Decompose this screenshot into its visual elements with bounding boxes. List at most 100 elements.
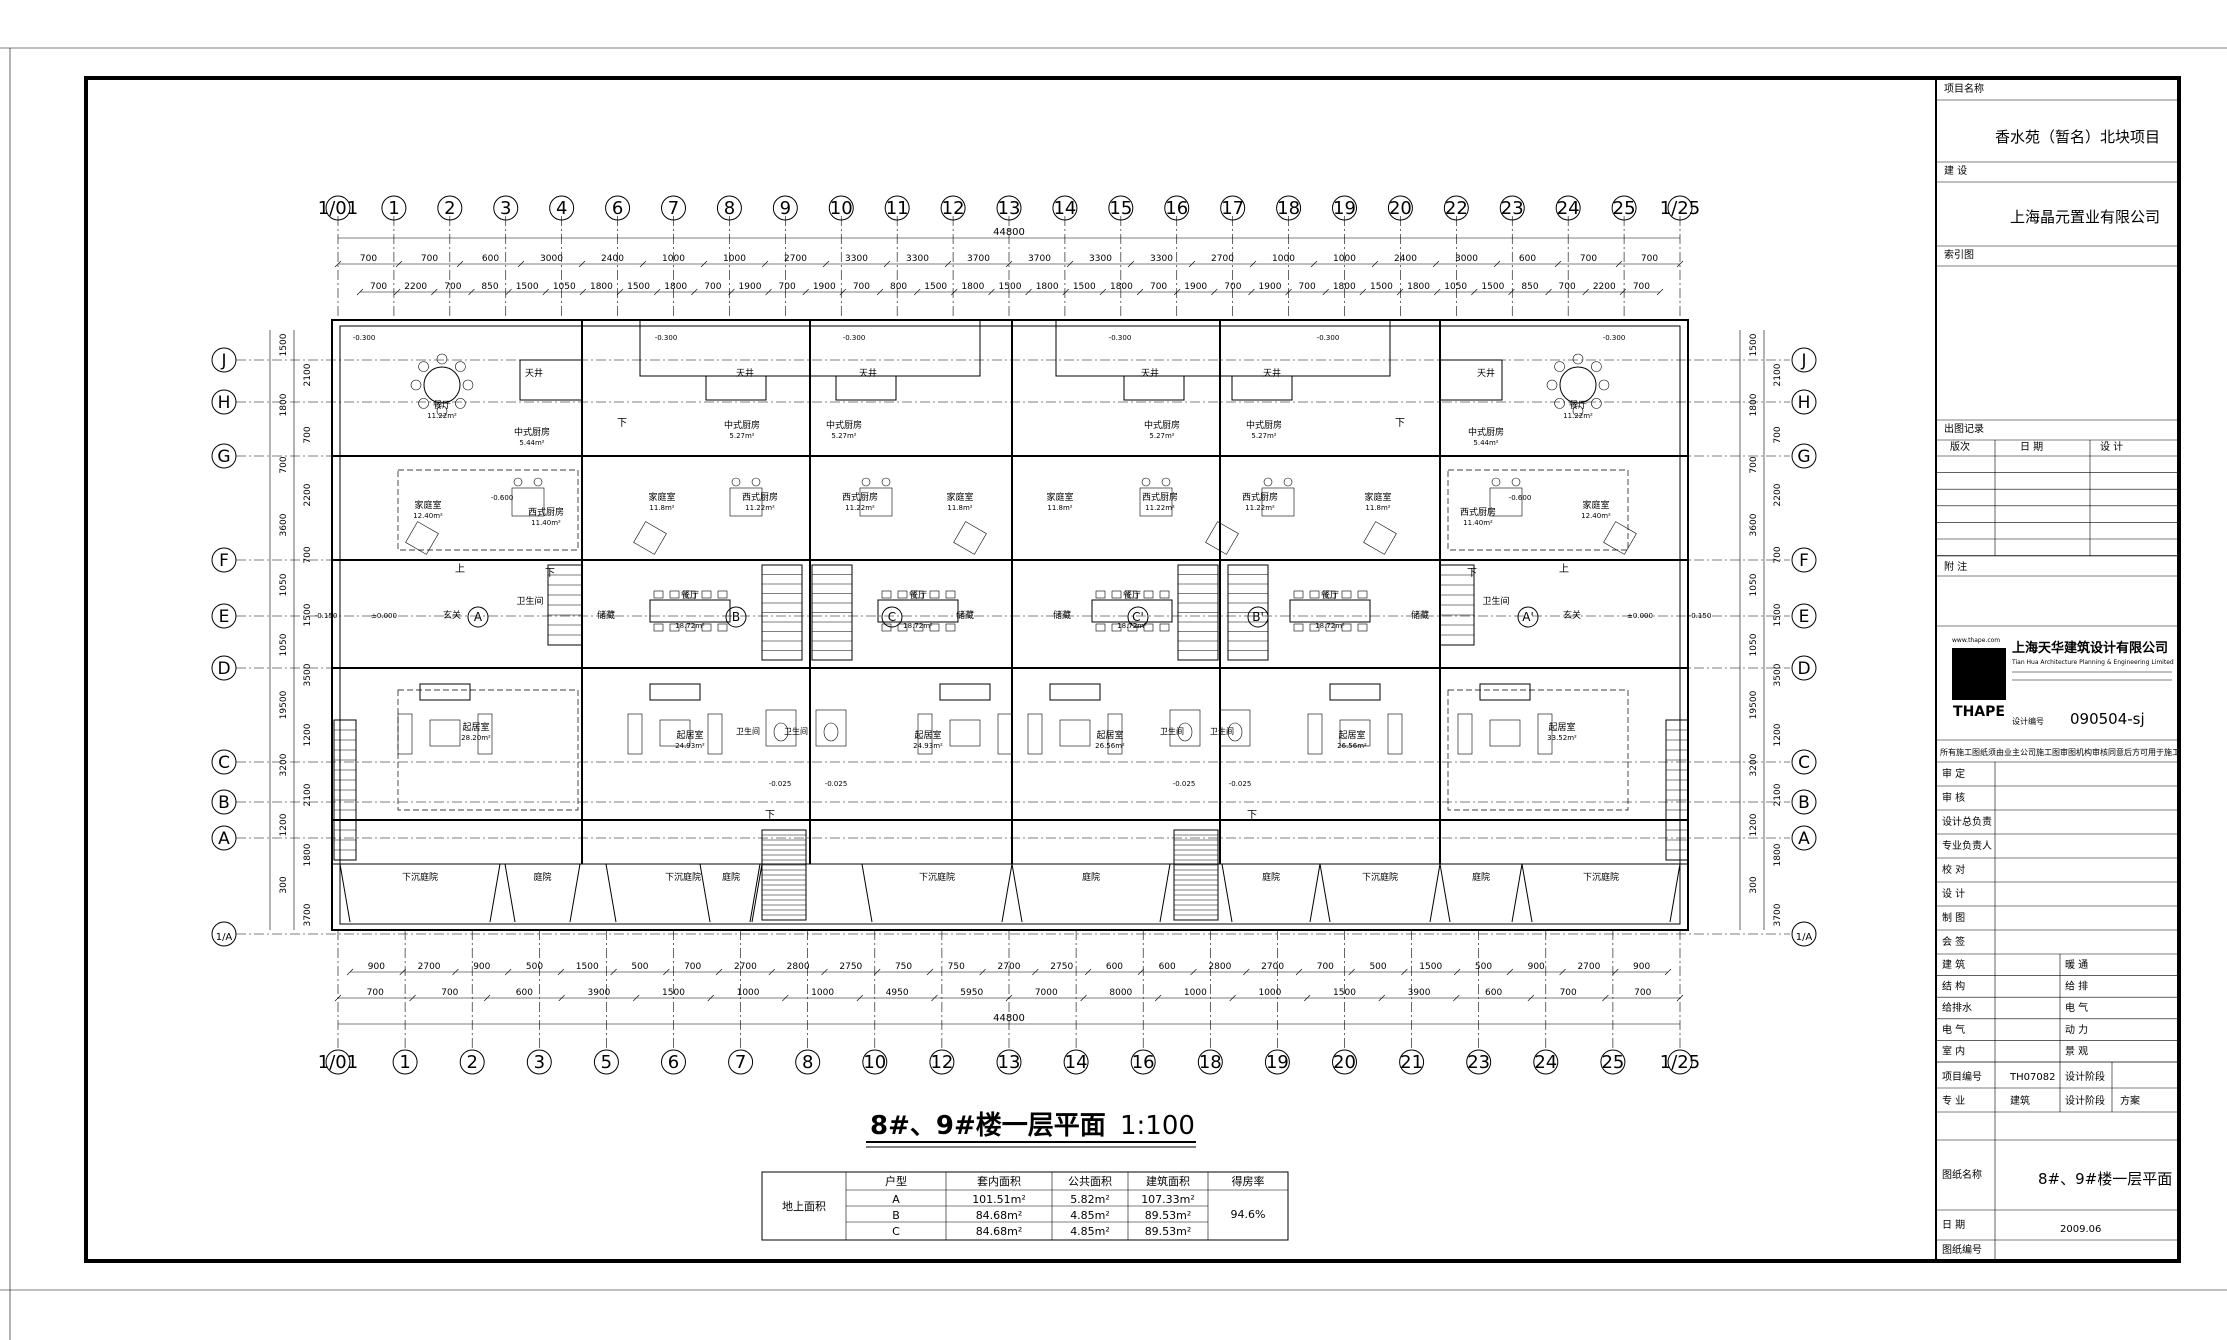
room-label: 西式厨房 — [742, 491, 778, 503]
dimension-value: 700 — [1634, 988, 1651, 998]
dimension-value: 2700 — [418, 962, 441, 972]
dimension-value: 3900 — [587, 988, 610, 998]
room-area: 18.72m² — [903, 622, 933, 630]
island — [729, 487, 763, 517]
dimension-value-left: 1200 — [279, 813, 289, 836]
room-label: 天井 — [1477, 367, 1495, 379]
grid-bubble-bottom — [1399, 1049, 1425, 1075]
grid-bubble-top — [1220, 195, 1246, 221]
room-area: 11.8m² — [1365, 504, 1390, 512]
grid-label-bottom: 1/01 — [318, 1052, 358, 1073]
firm-site: www.thape.com — [1952, 637, 2000, 644]
dimension-value-left: 2100 — [303, 363, 313, 386]
area-row-label: 地上面积 — [782, 1200, 826, 1213]
dimension-value: 1000 — [737, 988, 760, 998]
lounge-chair — [1205, 521, 1239, 555]
grid-bubble-top — [1108, 195, 1134, 221]
room-label: 上 — [1559, 563, 1569, 575]
dimension-value: 500 — [631, 962, 648, 972]
area-header: 得房率 — [1232, 1174, 1265, 1188]
grid-label-right: F — [1799, 551, 1809, 571]
room-label: 下 — [617, 418, 627, 429]
dimension-value: 1000 — [723, 254, 746, 264]
grid-label-right: 1/A — [1796, 932, 1813, 943]
room-area: 33.52m² — [1547, 734, 1577, 742]
grid-bubble-top — [716, 195, 742, 221]
grid-label-left: H — [218, 393, 231, 413]
lounge-chair — [633, 521, 667, 555]
room-area: 11.22m² — [427, 412, 457, 420]
room-label: 起居室 — [1548, 721, 1575, 733]
room-label: 天井 — [525, 367, 543, 379]
dimension-value: 2400 — [601, 254, 624, 264]
sign-label: 动 力 — [2065, 1023, 2088, 1036]
grid-label-bottom: 8 — [802, 1052, 813, 1073]
unit-label: B' — [1252, 610, 1264, 624]
grid-bubble-left — [211, 547, 237, 573]
area-cell: 84.68m² — [976, 1225, 1023, 1238]
grid-label-left: F — [219, 551, 229, 571]
role-label: 设 计 — [1942, 887, 1965, 900]
area-cell: 4.85m² — [1070, 1209, 1110, 1222]
grid-label-bottom: 24 — [1534, 1052, 1557, 1073]
revision-col-3: 设 计 — [2100, 440, 2123, 453]
dimension-value: 1800 — [961, 282, 984, 292]
dimension-value: 2200 — [404, 282, 427, 292]
room-label: 下 — [1467, 568, 1477, 579]
island — [859, 487, 893, 517]
room-label: 卫生间 — [1160, 726, 1184, 736]
grid-label-left: A — [218, 829, 230, 849]
grid-bubble-bottom — [1332, 1049, 1357, 1075]
dining-table — [1091, 599, 1173, 623]
area-cell: 4.85m² — [1070, 1225, 1110, 1238]
room-label: 家庭室 — [1364, 491, 1391, 503]
dimension-value-right: 1800 — [1749, 393, 1759, 416]
bathroom — [765, 709, 797, 747]
project-label: 项目名称 — [1944, 82, 1984, 95]
garden-label: 下沉庭院 — [1362, 871, 1398, 883]
dimension-value-right: 1200 — [1749, 813, 1759, 836]
dimension-value-left: 300 — [279, 876, 289, 893]
dimension-value: 1000 — [1333, 254, 1356, 264]
room-area: 5.27m² — [1251, 432, 1276, 440]
island — [1489, 487, 1523, 517]
dimension-value-left: 19500 — [279, 690, 289, 719]
dimension-value: 700 — [704, 282, 721, 292]
grid-bubble-top — [1332, 195, 1357, 221]
dimension-value: 500 — [1475, 962, 1492, 972]
room-area: 5.27m² — [729, 432, 754, 440]
dimension-value: 850 — [1521, 282, 1538, 292]
room-label: 家庭室 — [1046, 491, 1073, 503]
armchair — [1387, 713, 1403, 755]
dining-table — [1559, 366, 1597, 404]
firm-name-en: Tian Hua Architecture Planning & Enginee… — [2011, 659, 2174, 666]
grid-bubble-right — [1791, 749, 1817, 775]
grid-label-right: C — [1798, 753, 1810, 773]
grid-label-top: 4 — [556, 198, 567, 219]
room-label: 下 — [765, 810, 775, 821]
dimension-value: 700 — [367, 988, 384, 998]
grid-label-bottom: 18 — [1199, 1052, 1222, 1073]
dimension-value: 1900 — [813, 282, 836, 292]
armchair — [997, 713, 1013, 755]
dimension-value: 1500 — [1419, 962, 1442, 972]
room-label: 起居室 — [1096, 729, 1123, 741]
grid-bubble-bottom — [1600, 1049, 1626, 1075]
role-label: 设计总负责 — [1942, 815, 1992, 828]
room-area: 5.44m² — [1473, 439, 1498, 447]
bathroom — [1219, 709, 1251, 747]
grid-bubble-top — [1387, 195, 1413, 221]
grid-label-left: G — [217, 447, 230, 467]
grid-label-bottom: 6 — [668, 1052, 679, 1073]
dimension-value: 1800 — [1036, 282, 1059, 292]
area-cell: 84.68m² — [976, 1209, 1023, 1222]
drawing-name-label: 图纸名称 — [1942, 1168, 1982, 1181]
island — [1139, 487, 1173, 517]
elevation-mark: -0.300 — [1603, 334, 1626, 342]
dimension-value: 700 — [1633, 282, 1650, 292]
dimension-value-right: 1050 — [1749, 633, 1759, 656]
grid-label-bottom: 13 — [998, 1052, 1021, 1073]
unit-marker — [725, 606, 747, 628]
dimension-value: 600 — [1485, 988, 1502, 998]
